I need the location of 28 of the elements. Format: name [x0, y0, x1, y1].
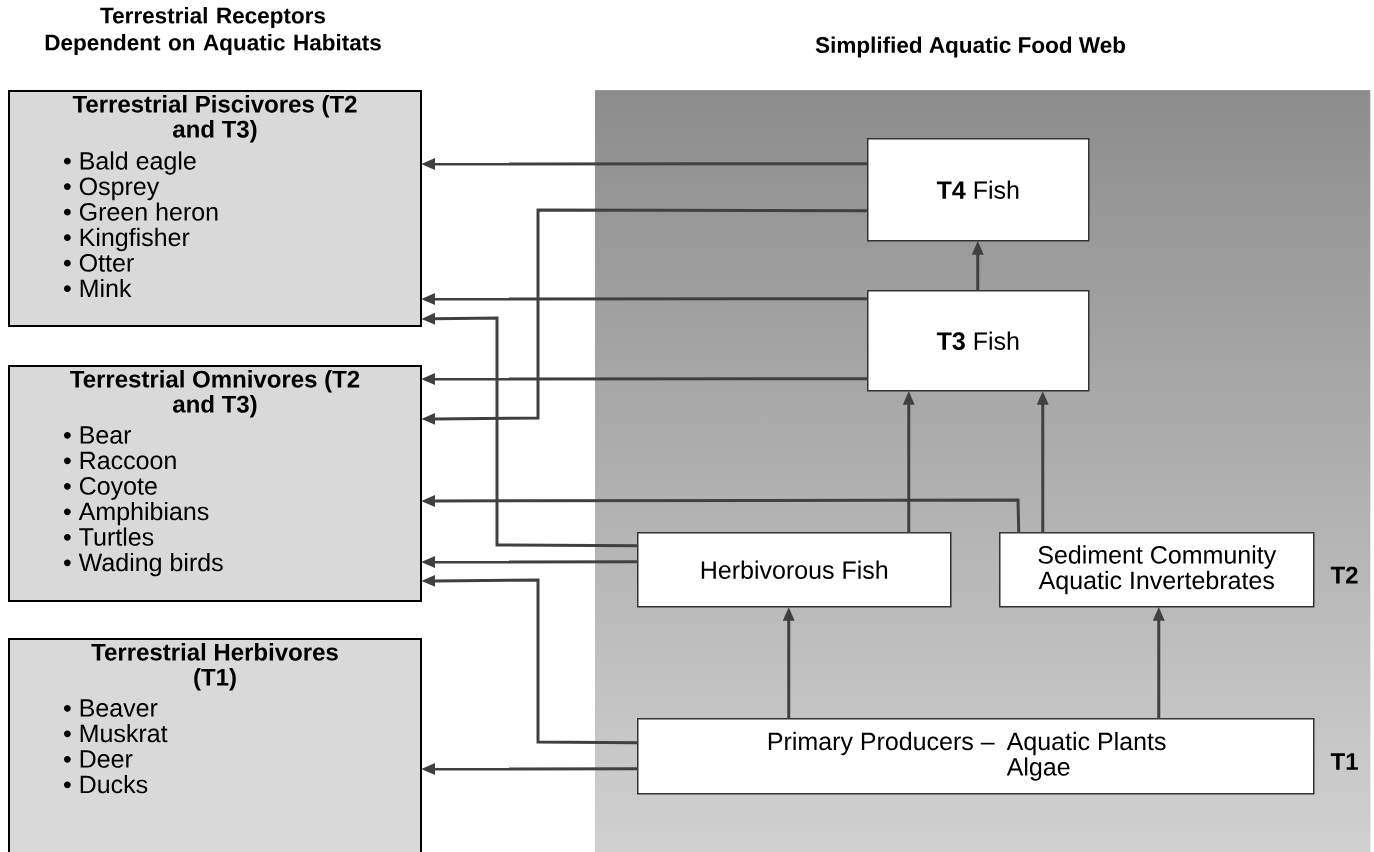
trophic-box: T3 Fish	[867, 290, 1090, 392]
trophic-box: Herbivorous Fish	[637, 532, 952, 608]
column-heading: Terrestrial Receptors Dependent on Aquatic Habitats	[45, 7, 381, 55]
list-item: • Coyote	[64, 477, 157, 500]
node-label: T1	[1330, 753, 1358, 770]
receptor-box: Terrestrial Herbivores (T1) • Beaver • Muskrat • Deer • Ducks	[8, 638, 422, 852]
node-label: T2	[1330, 566, 1358, 584]
list-item: • Osprey	[64, 177, 160, 201]
list-item: • Muskrat	[64, 723, 168, 743]
list-item: • Amphibians	[64, 501, 209, 526]
list-item: • Ducks	[64, 774, 148, 794]
trophic-box: Sediment Community Aquatic Invertebrates T2	[999, 532, 1358, 608]
receptor-box: Terrestrial Piscivores (T2 and T3) • Bald eagle • Osprey • Green heron • Kingfisher • Otter • Mink	[8, 90, 422, 327]
list-item: • Kingfisher	[64, 227, 190, 252]
receptor-box: Terrestrial Omnivores (T2 and T3) • Bear • Raccoon • Coyote • Amphibians • Turtles • Wading birds	[8, 365, 422, 602]
list-item: • Bear	[64, 426, 132, 444]
list-item: • Bald eagle	[64, 151, 196, 175]
list-item: • Wading birds	[64, 552, 223, 577]
trophic-box: T4 Fish	[867, 138, 1090, 242]
list-item: • Otter	[64, 254, 134, 272]
list-item: • Raccoon	[64, 451, 176, 470]
list-item: • Beaver	[64, 699, 158, 717]
list-item: • Green heron	[64, 202, 218, 221]
list-item: • Turtles	[64, 527, 154, 546]
node-label: Simplified Aquatic Food Web	[815, 36, 1126, 58]
trophic-box: Primary Producers – Aquatic Plants Algae T1	[637, 718, 1358, 795]
list-item: • Deer	[64, 750, 133, 768]
list-item: • Mink	[64, 278, 132, 297]
